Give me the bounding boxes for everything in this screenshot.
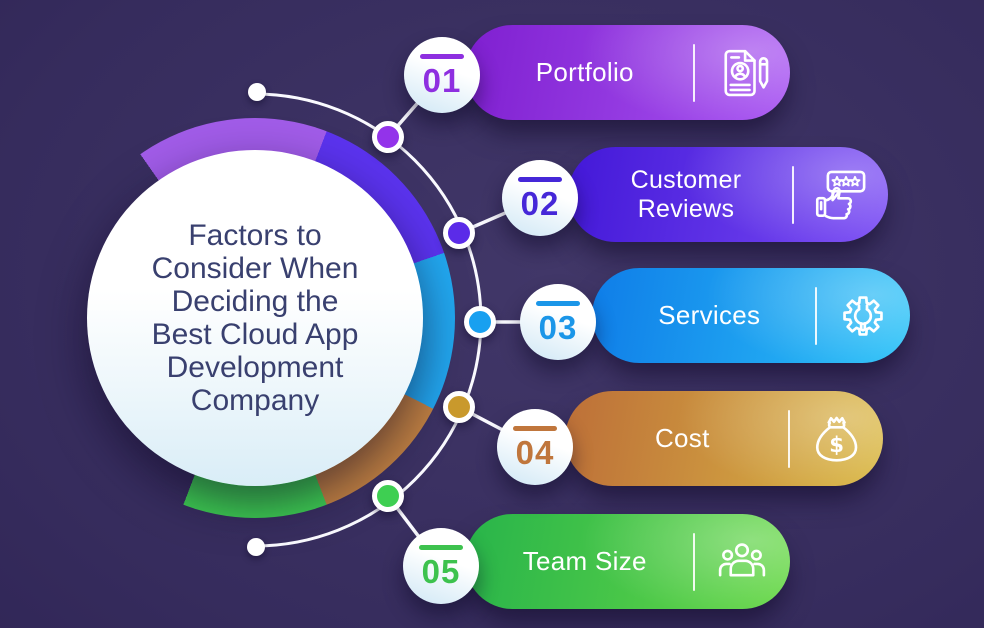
title-line: Deciding the — [171, 285, 339, 318]
arc-end-dot-bottom — [247, 538, 265, 556]
resume-document-icon — [695, 43, 791, 103]
step-number-circle-02: 02 — [502, 160, 578, 236]
central-title-circle: Factors to Consider When Deciding the Be… — [87, 150, 423, 486]
step-number-circle-03: 03 — [520, 284, 596, 360]
factor-pill-cost: Cost $ — [565, 391, 883, 486]
infographic-title: Factors to Consider When Deciding the Be… — [152, 219, 359, 417]
step-number: 04 — [515, 433, 555, 471]
money-bag-icon: $ — [790, 409, 883, 469]
factor-pill-portfolio: Portfolio — [465, 25, 790, 120]
title-line: Best Cloud App — [151, 318, 359, 351]
node-dot-03 — [464, 306, 496, 338]
pill-divider — [792, 165, 794, 224]
factor-label: Services — [658, 299, 761, 330]
factor-label: Team Size — [522, 545, 647, 576]
number-overline — [536, 300, 580, 306]
pill-divider — [787, 409, 790, 468]
step-number: 03 — [538, 308, 578, 346]
factor-label: Portfolio — [535, 56, 634, 87]
step-number-circle-04: 04 — [497, 409, 573, 485]
factor-pill-customer-reviews: Customer Reviews — [568, 147, 888, 242]
title-line: Consider When — [151, 252, 359, 285]
gear-wrench-icon — [817, 285, 910, 347]
number-overline — [513, 425, 557, 431]
node-dot-05 — [372, 480, 404, 512]
factor-label: Customer Reviews — [630, 165, 742, 223]
svg-text:$: $ — [830, 433, 845, 458]
pill-divider — [692, 43, 695, 102]
title-line: Company — [190, 384, 320, 417]
step-number: 01 — [422, 61, 462, 99]
node-dot-01 — [372, 121, 404, 153]
factor-pill-team-size: Team Size — [465, 514, 790, 609]
number-overline — [419, 544, 463, 550]
step-number-circle-05: 05 — [403, 528, 479, 604]
node-dot-02 — [443, 217, 475, 249]
team-people-icon — [695, 532, 791, 592]
factor-label: Cost — [654, 422, 710, 453]
number-overline — [518, 176, 562, 182]
title-line: Development — [166, 351, 344, 384]
step-number: 05 — [421, 552, 461, 590]
title-line: Factors to — [188, 219, 322, 252]
step-number: 02 — [520, 184, 560, 222]
thumbs-up-reviews-icon — [794, 165, 888, 225]
arc-end-dot-top — [248, 83, 266, 101]
number-overline — [420, 53, 464, 59]
pill-divider — [814, 286, 817, 345]
node-dot-04 — [443, 391, 475, 423]
step-number-circle-01: 01 — [404, 37, 480, 113]
factor-pill-services: Services — [592, 268, 910, 363]
pill-divider — [692, 532, 695, 591]
